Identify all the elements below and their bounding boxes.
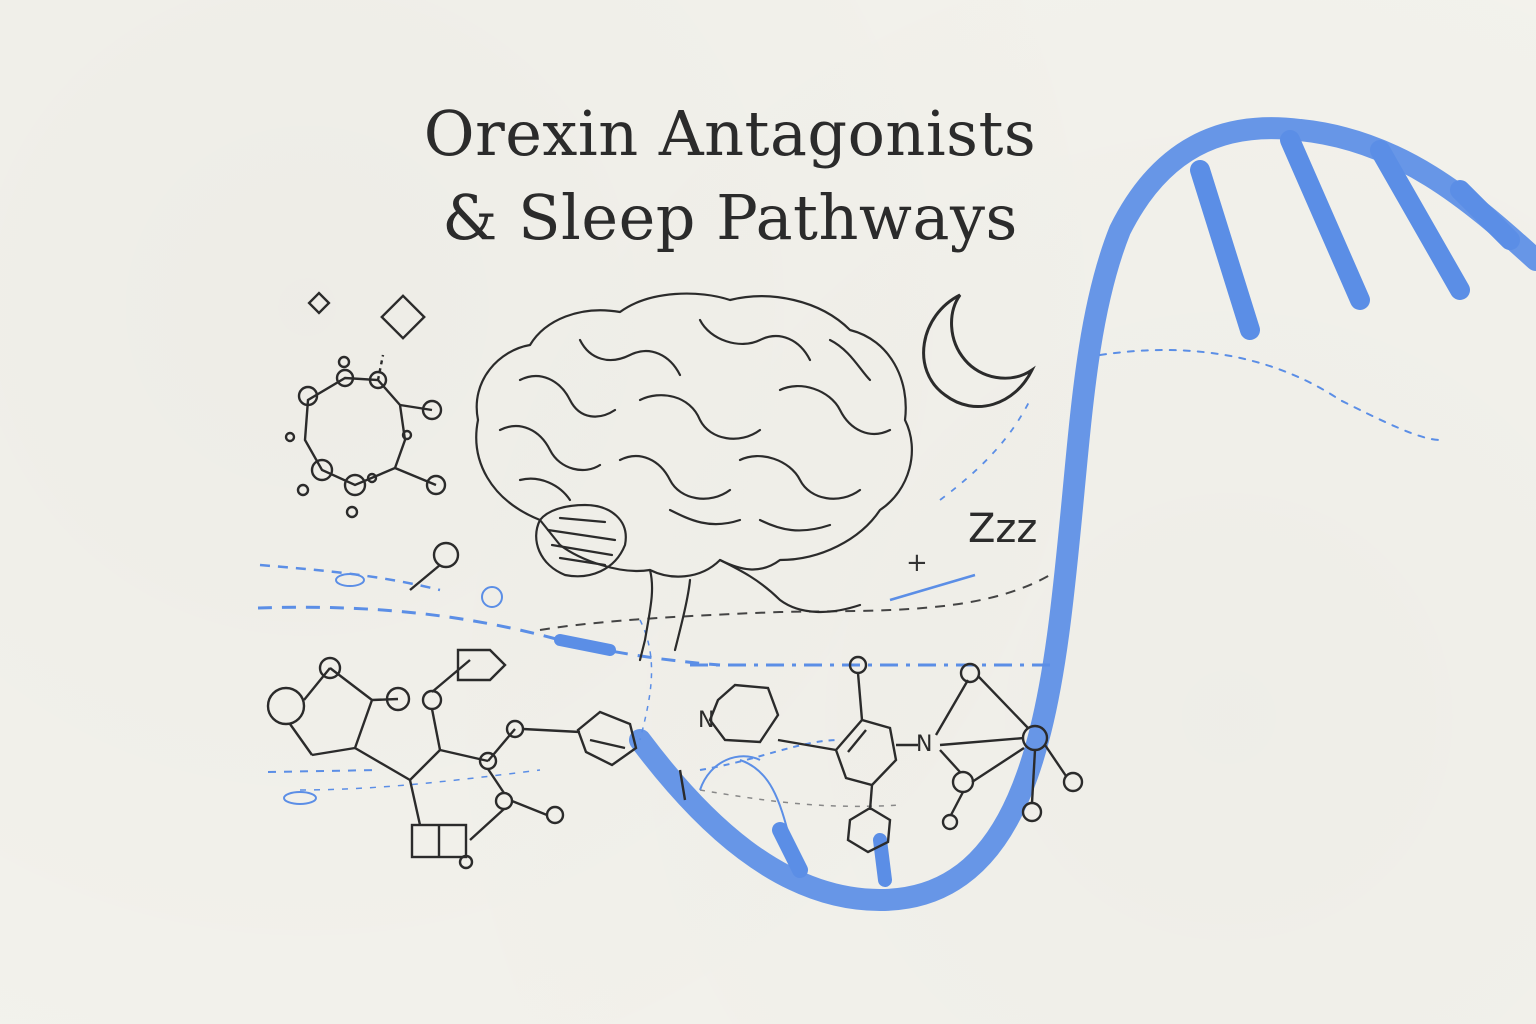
molecule-icon (284, 291, 447, 519)
blue-rings (283, 573, 503, 805)
plus-sign: + (906, 548, 928, 578)
title-line-2: & Sleep Pathways (442, 181, 1018, 254)
dna-helix-icon (629, 117, 1536, 912)
brain-icon (475, 292, 913, 662)
molecule-cluster-right (678, 655, 1084, 854)
crescent-moon-icon (922, 293, 1036, 408)
page-title: Orexin Antagonists & Sleep Pathways (330, 92, 1130, 260)
nitrogen-label-1: N (698, 708, 715, 733)
pathway-lines (257, 399, 1051, 841)
molecule-cluster-left (266, 541, 638, 870)
nitrogen-label-2: N (916, 732, 933, 757)
sleep-zzz-label: Zzz (968, 506, 1038, 552)
title-line-1: Orexin Antagonists (423, 97, 1037, 170)
